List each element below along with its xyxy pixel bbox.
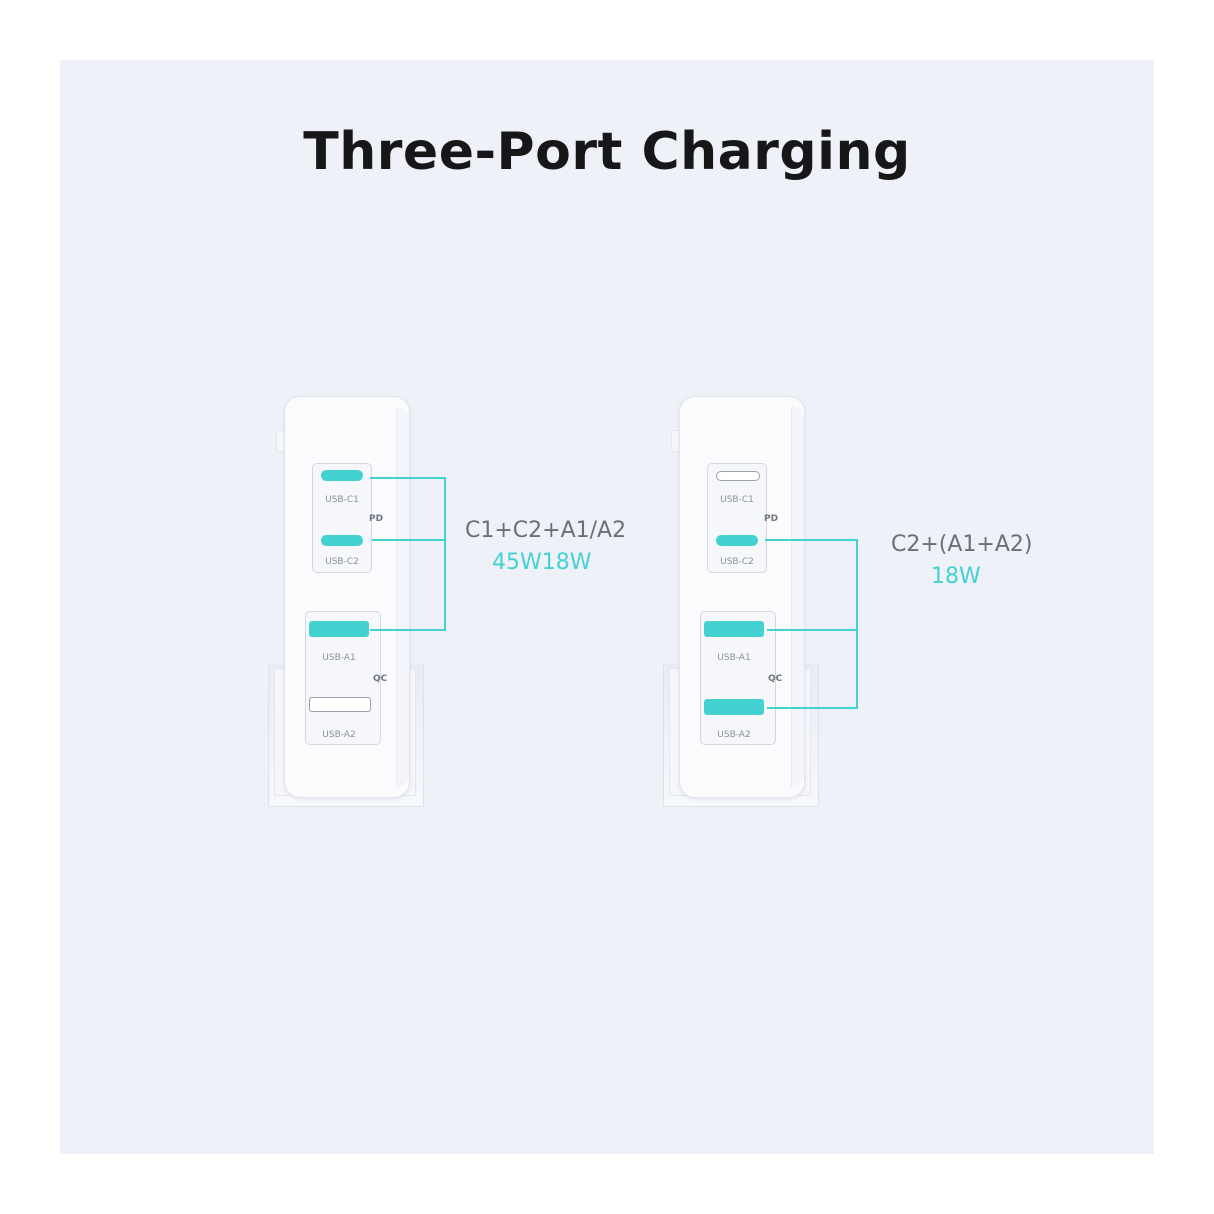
pd-label: PD bbox=[764, 514, 779, 524]
usb-c1-label: USB-C1 bbox=[325, 495, 359, 505]
body-side bbox=[791, 407, 804, 787]
qc-label: QC bbox=[373, 674, 388, 684]
usb-a1-port[interactable] bbox=[309, 621, 369, 637]
usb-c1-port[interactable] bbox=[716, 471, 760, 481]
usb-a2-port[interactable] bbox=[309, 697, 371, 712]
usb-a2-label: USB-A2 bbox=[322, 730, 356, 740]
usb-c2-port[interactable] bbox=[716, 535, 758, 546]
left-connector-bracket bbox=[370, 477, 446, 631]
usb-a1-label: USB-A1 bbox=[717, 653, 751, 663]
left-combo-label: C1+C2+A1/A2 bbox=[465, 518, 627, 543]
left-watt-label: 45W18W bbox=[492, 550, 592, 575]
charger-body: USB-C1 PD USB-C2 USB-A1 QC USB-A2 bbox=[679, 396, 805, 798]
usb-c-port-group bbox=[312, 463, 372, 573]
usb-a2-port[interactable] bbox=[704, 699, 764, 715]
charger-right: USB-C1 PD USB-C2 USB-A1 QC USB-A2 bbox=[663, 396, 819, 810]
usb-c2-port[interactable] bbox=[321, 535, 363, 546]
usb-a2-label: USB-A2 bbox=[717, 730, 751, 740]
charger-left: USB-C1 PD USB-C2 USB-A1 QC USB-A2 bbox=[268, 396, 424, 810]
usb-c1-port[interactable] bbox=[321, 470, 363, 481]
background-panel bbox=[60, 60, 1154, 1154]
body-side bbox=[396, 407, 409, 787]
charger-body: USB-C1 PD USB-C2 USB-A1 QC USB-A2 bbox=[284, 396, 410, 798]
usb-c2-label: USB-C2 bbox=[720, 557, 754, 567]
usb-c2-label: USB-C2 bbox=[325, 557, 359, 567]
pd-label: PD bbox=[369, 514, 384, 524]
right-connector-bracket bbox=[765, 539, 858, 709]
usb-a1-port[interactable] bbox=[704, 621, 764, 637]
usb-c1-label: USB-C1 bbox=[720, 495, 754, 505]
usb-c-port-group bbox=[707, 463, 767, 573]
usb-a1-label: USB-A1 bbox=[322, 653, 356, 663]
qc-label: QC bbox=[768, 674, 783, 684]
right-combo-label: C2+(A1+A2) bbox=[891, 532, 1033, 557]
page-title: Three-Port Charging bbox=[303, 122, 911, 182]
right-watt-label: 18W bbox=[931, 564, 981, 589]
